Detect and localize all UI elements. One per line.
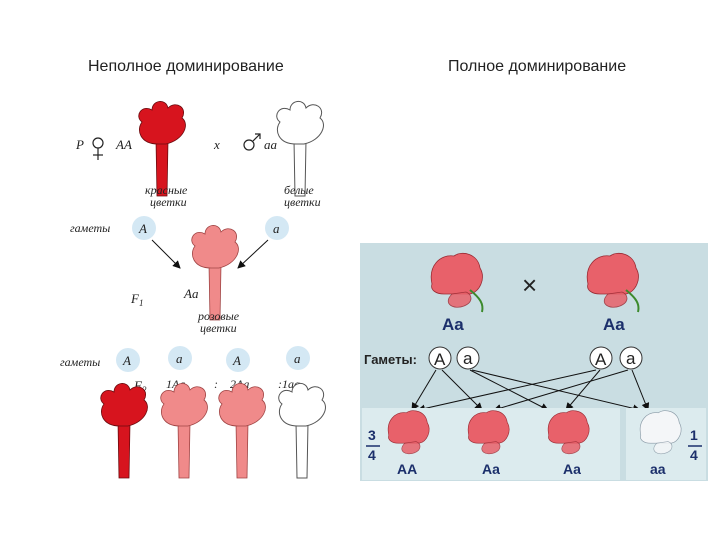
- arrow-a-to-f1: [151, 239, 181, 269]
- f2-pink-flower-1: [160, 382, 208, 479]
- gamete-circle-A1: [428, 346, 452, 370]
- f2-gamete-1: A: [122, 353, 131, 368]
- f2-gamete-2: a: [176, 351, 183, 366]
- f2-gamete-circle-1: [116, 348, 140, 372]
- incomplete-dominance-diagram: P AA x aa красные цветки белые цветки га…: [60, 100, 326, 479]
- parent-genotype-2: Aa: [603, 315, 625, 334]
- gamete-a: a: [273, 221, 280, 236]
- parent-2-stem: [625, 289, 640, 313]
- ratio-2: :: [214, 377, 218, 391]
- cross-symbol-complete: ×: [522, 270, 537, 300]
- offspring-genotype-3: Aa: [563, 461, 581, 477]
- pink-caption-line1: розовые: [197, 309, 240, 323]
- male-symbol: [243, 133, 261, 151]
- right-fraction-num: 1: [690, 427, 698, 443]
- gamete-circle-a2: [619, 346, 643, 370]
- f2-gamete-circle-4: [286, 346, 310, 370]
- complete-dominance-heading: Полное доминирование: [448, 58, 627, 75]
- offspring-genotype-2: Aa: [482, 461, 500, 477]
- gamete-a1: a: [463, 349, 473, 368]
- f2-white-flower: [278, 382, 326, 479]
- cross-arrows: [411, 369, 650, 413]
- complete-dominance-diagram: × Aa Aa Гаметы: A a A a 3 4 1: [360, 243, 708, 481]
- red-flower-parent: [138, 100, 186, 197]
- male-genotype: aa: [264, 137, 278, 152]
- cross-symbol: x: [213, 137, 220, 152]
- white-caption-line1: белые: [284, 183, 314, 197]
- red-caption-line1: красные: [145, 183, 188, 197]
- f2-pink-flower-2: [218, 382, 266, 479]
- gamete-a2: a: [626, 349, 636, 368]
- gamete-A: A: [138, 221, 147, 236]
- offspring-genotype-4: aa: [650, 461, 666, 477]
- pink-flower-f1: [191, 224, 239, 321]
- gametes-label-f2: гаметы: [60, 355, 100, 369]
- f2-gamete-3: A: [232, 353, 241, 368]
- f2-red-flower: [100, 382, 148, 479]
- f2-gamete-circle-2: [168, 346, 192, 370]
- left-fraction-den: 4: [368, 447, 376, 463]
- parent-1-stem: [469, 289, 484, 313]
- incomplete-dominance-heading: Неполное доминирование: [88, 58, 284, 75]
- gametes-label: гаметы: [70, 221, 110, 235]
- gamete-circle-a1: [456, 346, 480, 370]
- f1-label: F1: [130, 291, 143, 308]
- parent-genotype-1: Aa: [442, 315, 464, 334]
- gamete-circle-a: [265, 216, 289, 240]
- gamete-circle-A: [132, 216, 156, 240]
- p-label: P: [75, 137, 84, 152]
- gametes-label-complete: Гаметы:: [364, 352, 417, 367]
- gamete-A2: A: [595, 350, 607, 369]
- f2-gamete-circle-3: [226, 348, 250, 372]
- red-caption-line2: цветки: [150, 195, 187, 209]
- f2-gamete-4: a: [294, 351, 301, 366]
- f1-genotype: Aa: [183, 286, 199, 301]
- pink-caption-line2: цветки: [200, 321, 237, 335]
- gamete-circle-A2: [589, 346, 613, 370]
- white-flower-parent: [276, 100, 324, 197]
- right-fraction-den: 4: [690, 447, 698, 463]
- left-fraction-num: 3: [368, 427, 376, 443]
- arrow-b-to-f1: [237, 239, 269, 269]
- female-genotype: AA: [115, 137, 132, 152]
- female-symbol: [92, 137, 104, 160]
- gamete-A1: A: [434, 350, 446, 369]
- offspring-genotype-1: AA: [397, 461, 417, 477]
- white-caption-line2: цветки: [284, 195, 321, 209]
